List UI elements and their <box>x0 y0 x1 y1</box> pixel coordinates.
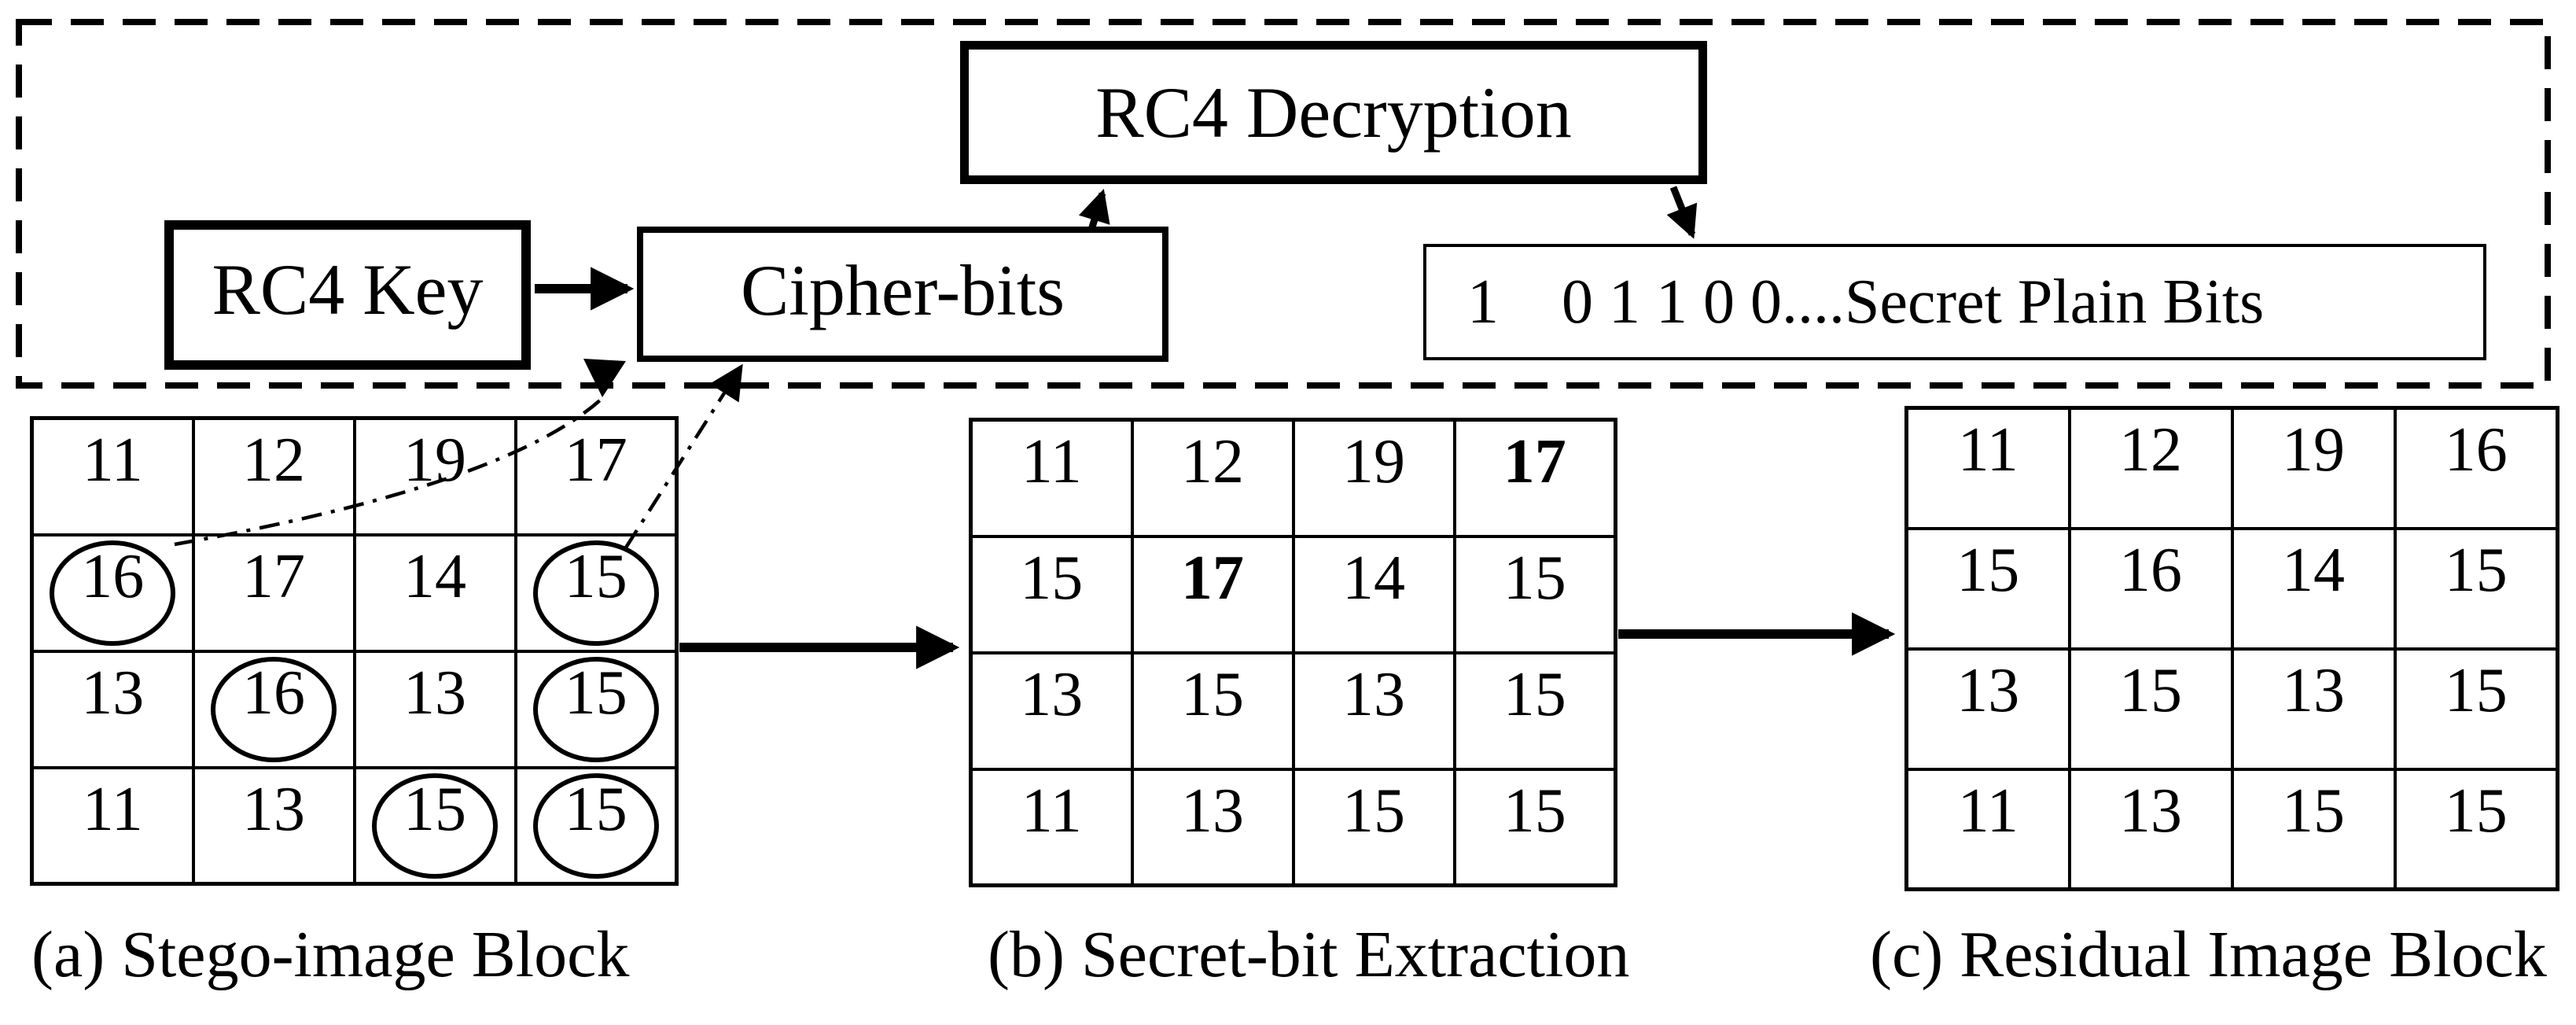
grid-cell: 15 <box>2393 767 2559 891</box>
arrow-decryption-to-secret-bits <box>1666 186 1698 239</box>
grid-cell: 17 <box>1130 534 1295 654</box>
stego-image-grid: 11 12 19 17 16 17 14 15 13 16 13 15 11 1… <box>30 416 679 886</box>
grid-cell: 19 <box>1291 418 1456 538</box>
caption-residual-image-block: (c) Residual Image Block <box>1870 918 2547 991</box>
table-row: 11 12 19 17 <box>30 416 679 536</box>
grid-cell: 13 <box>1130 767 1295 887</box>
grid-cell: 14 <box>352 533 517 653</box>
grid-cell: 15 <box>1904 526 2071 651</box>
rc4-key-box: RC4 Key <box>164 220 531 370</box>
grid-cell: 13 <box>30 649 195 769</box>
grid-cell: 17 <box>513 416 679 536</box>
grid-cell: 15 <box>2067 647 2234 771</box>
grid-cell: 15 <box>1452 767 1617 887</box>
grid-cell: 12 <box>2067 406 2234 530</box>
table-row: 15 17 14 15 <box>969 534 1617 654</box>
grid-cell: 16 <box>191 649 356 769</box>
table-row: 13 16 13 15 <box>30 649 679 769</box>
grid-cell: 15 <box>513 533 679 653</box>
grid-cell: 16 <box>2067 526 2234 651</box>
grid-cell: 13 <box>1291 651 1456 771</box>
grid-cell: 13 <box>352 649 517 769</box>
secret-plain-bits-box: 1 0 1 1 0 0....Secret Plain Bits <box>1423 244 2486 360</box>
grid-cell: 15 <box>1130 651 1295 771</box>
grid-cell: 19 <box>2230 406 2397 530</box>
cipher-bits-box: Cipher-bits <box>637 227 1168 362</box>
arrow-cipher-to-decryption <box>1078 189 1110 231</box>
grid-cell: 17 <box>191 533 356 653</box>
grid-cell: 11 <box>30 416 195 536</box>
dashdot-link-circled16-arrowhead <box>583 359 626 397</box>
caption-secret-bit-extraction: (b) Secret-bit Extraction <box>988 918 1630 991</box>
table-row: 13 15 13 15 <box>1904 647 2559 771</box>
grid-cell: 12 <box>191 416 356 536</box>
table-row: 11 13 15 15 <box>969 767 1617 887</box>
grid-cell: 15 <box>513 765 679 886</box>
grid-cell: 19 <box>352 416 517 536</box>
rc4-decryption-box: RC4 Decryption <box>960 41 1707 184</box>
grid-cell: 14 <box>1291 534 1456 654</box>
grid-cell: 12 <box>1130 418 1295 538</box>
grid-cell: 15 <box>2393 647 2559 771</box>
grid-cell: 15 <box>1291 767 1456 887</box>
grid-cell: 17 <box>1452 418 1617 538</box>
table-row: 11 12 19 16 <box>1904 406 2559 530</box>
grid-cell: 15 <box>352 765 517 886</box>
grid-cell: 15 <box>513 649 679 769</box>
grid-cell: 16 <box>30 533 195 653</box>
residual-image-grid: 11 12 19 16 15 16 14 15 13 15 13 15 11 1… <box>1904 406 2559 891</box>
grid-cell: 13 <box>191 765 356 886</box>
grid-cell: 15 <box>2230 767 2397 891</box>
caption-stego-image-block: (a) Stego-image Block <box>31 918 630 991</box>
grid-cell: 15 <box>1452 651 1617 771</box>
table-row: 11 13 15 15 <box>30 765 679 886</box>
grid-cell: 16 <box>2393 406 2559 530</box>
grid-cell: 14 <box>2230 526 2397 651</box>
grid-cell: 13 <box>1904 647 2071 771</box>
grid-cell: 15 <box>1452 534 1617 654</box>
grid-cell: 11 <box>1904 767 2071 891</box>
secret-plain-bits-text: 1 0 1 1 0 0....Secret Plain Bits <box>1467 267 2265 337</box>
grid-cell: 15 <box>2393 526 2559 651</box>
rc4-decryption-label: RC4 Decryption <box>1095 72 1572 153</box>
table-row: 13 15 13 15 <box>969 651 1617 771</box>
secret-bit-extraction-grid: 11 12 19 17 15 17 14 15 13 15 13 15 11 1… <box>969 418 1617 887</box>
cipher-bits-label: Cipher-bits <box>740 250 1065 330</box>
grid-cell: 11 <box>969 767 1134 887</box>
table-row: 15 16 14 15 <box>1904 526 2559 651</box>
grid-cell: 11 <box>969 418 1134 538</box>
table-row: 16 17 14 15 <box>30 533 679 653</box>
grid-cell: 11 <box>30 765 195 886</box>
grid-cell: 11 <box>1904 406 2071 530</box>
grid-cell: 13 <box>969 651 1134 771</box>
rc4-key-label: RC4 Key <box>212 249 484 330</box>
table-row: 11 13 15 15 <box>1904 767 2559 891</box>
grid-cell: 13 <box>2067 767 2234 891</box>
table-row: 11 12 19 17 <box>969 418 1617 538</box>
grid-cell: 15 <box>969 534 1134 654</box>
grid-cell: 13 <box>2230 647 2397 771</box>
